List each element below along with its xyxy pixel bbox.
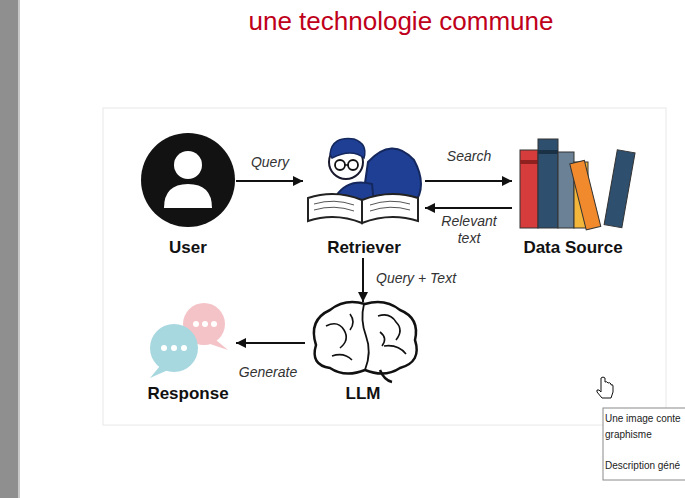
icon-node: LLM [305,302,421,404]
tooltip-text: graphisme [605,429,652,441]
node-label: User [169,238,207,258]
books-icon [520,139,635,230]
retriever-figure [308,139,421,223]
edge-label: Search [445,148,493,165]
brain-icon [314,302,417,382]
arrow-connector [425,207,512,209]
edge-label: Generate [237,364,299,381]
icon-node: Retriever [303,132,425,258]
arrow-connector [236,180,303,182]
icon-node: Response [140,302,236,404]
tooltip-text: Description géné [605,460,680,472]
diagram-frame [103,108,666,425]
tooltip-box [603,408,685,480]
edge-label: Query [249,154,291,171]
chat-bubbles [150,303,228,378]
node-label: Response [147,384,228,404]
node-label: Retriever [327,238,401,258]
node-label: LLM [346,384,381,404]
side-bar [0,0,20,498]
tooltip-text: Une image conte [605,413,681,425]
icon-node: Data Source [512,132,634,258]
arrow-connector [362,258,364,302]
hand-cursor [597,377,613,398]
edge-label: Relevant text [431,213,507,247]
icon-node: User [140,132,236,258]
edge-label: Query + Text [374,270,458,287]
arrow-connector [425,180,512,182]
user-icon [141,133,235,227]
arrow-connector [236,342,305,344]
node-label: Data Source [523,238,622,258]
slide-title: une technologie commune [249,6,554,36]
